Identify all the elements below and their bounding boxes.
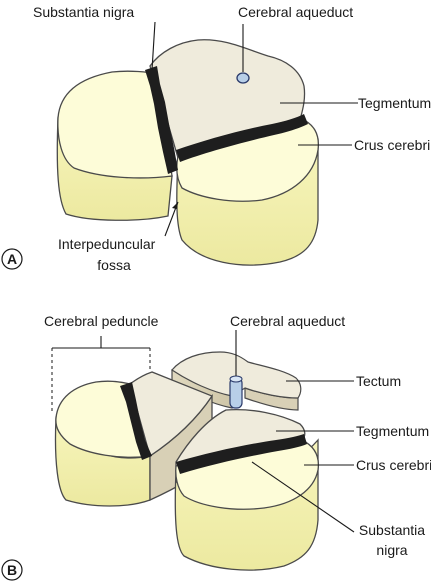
left-crus-top: [57, 70, 173, 179]
substantia-nigra-band-left-b: [120, 382, 152, 460]
label-fossa-a: fossa: [97, 257, 131, 273]
left-peduncle-tegmentum-top: [129, 371, 213, 458]
label-tectum-b: Tectum: [356, 373, 401, 389]
label-crus-cerebri-b: Crus cerebri: [356, 457, 431, 473]
panel-b-letter: B: [7, 562, 17, 578]
label-tegmentum-b: Tegmentum: [356, 423, 429, 439]
cerebral-aqueduct-a: [236, 72, 250, 84]
label-cerebral-aqueduct-a: Cerebral aqueduct: [238, 4, 353, 20]
label-substantia-b: Substantia: [359, 522, 425, 538]
substantia-nigra-band-right-b: [176, 434, 307, 474]
panel-b: Cerebral peduncle Cerebral aqueduct Tect…: [1, 313, 431, 581]
label-cerebral-peduncle-b: Cerebral peduncle: [44, 313, 159, 329]
label-interpeduncular-a: Interpeduncular: [58, 236, 156, 252]
label-cerebral-aqueduct-b: Cerebral aqueduct: [230, 313, 345, 329]
panel-a-letter: A: [7, 251, 17, 267]
substantia-nigra-band-left-a: [145, 66, 178, 174]
panel-a: Substantia nigra Cerebral aqueduct Tegme…: [1, 4, 431, 273]
label-substantia-nigra-a: Substantia nigra: [33, 4, 134, 20]
label-tegmentum-a: Tegmentum: [358, 95, 431, 111]
panel-a-badge: [1, 248, 23, 270]
label-nigra-b: nigra: [376, 542, 407, 558]
panel-b-badge: [1, 559, 23, 581]
label-crus-cerebri-a: Crus cerebri: [354, 137, 430, 153]
substantia-nigra-band-right-a: [176, 114, 308, 162]
